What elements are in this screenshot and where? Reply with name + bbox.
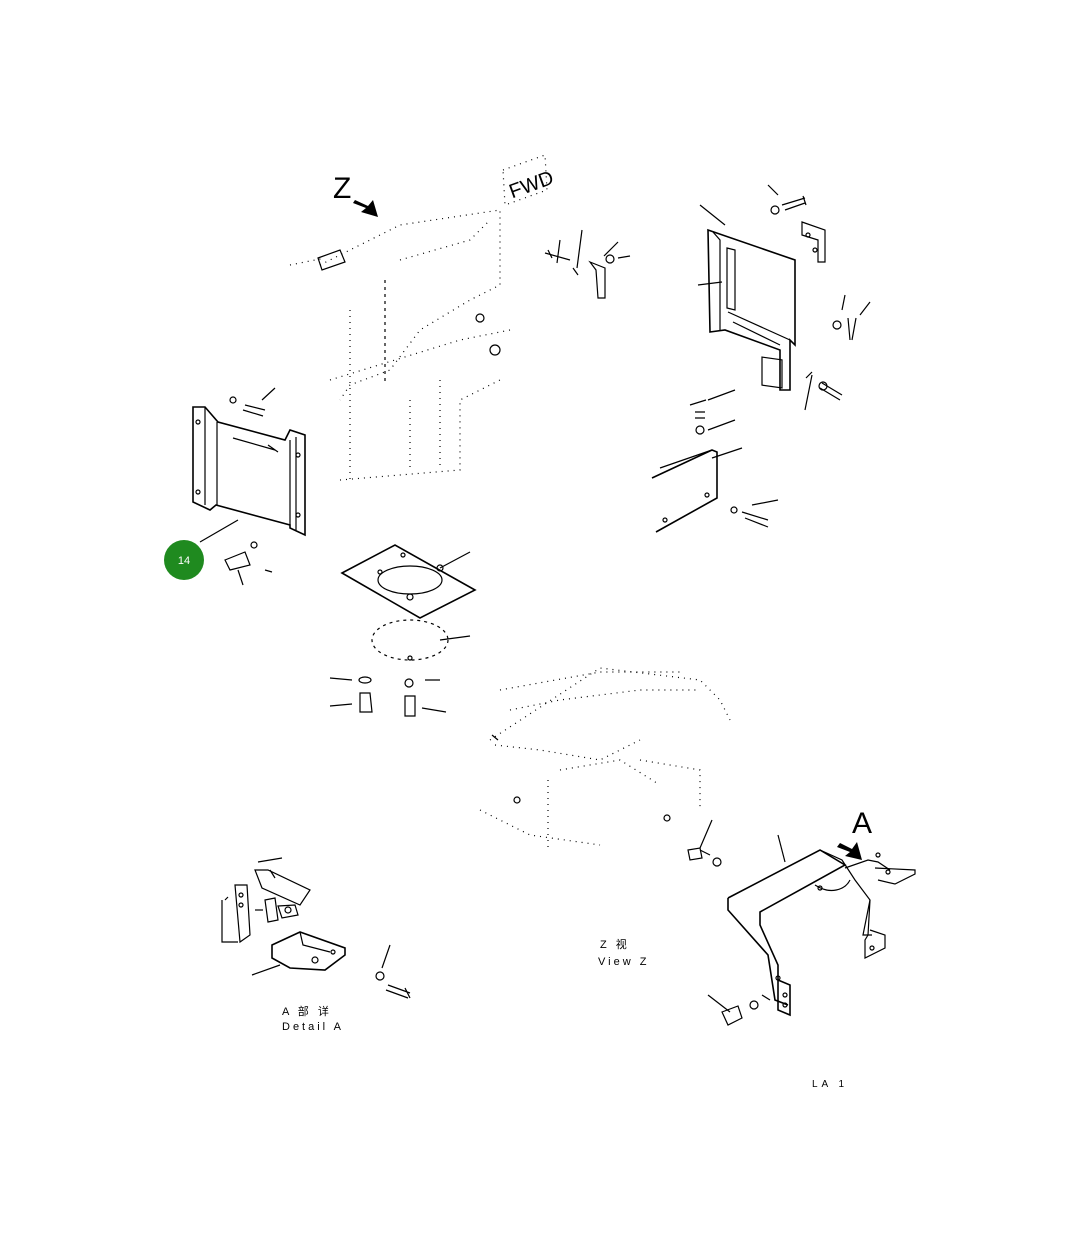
view-z-caption-en: View Z (598, 956, 649, 968)
engine-block-upper (289, 209, 511, 481)
side-bracket-left (192, 387, 306, 586)
view-marker-a: A (852, 807, 872, 840)
drawing-number: LA 1 (812, 1079, 848, 1090)
detail-a-caption-cn: A 部 详 (282, 1004, 332, 1018)
detail-a-caption-en: Detail A (282, 1021, 344, 1033)
bracket-assembly-lower-right (687, 819, 916, 1026)
bolt-set-upper-mid (544, 229, 631, 299)
view-arrow-z-icon (353, 200, 378, 217)
engine-block-lower (479, 667, 731, 850)
view-marker-z: Z (333, 172, 351, 205)
fwd-tag: FWD (502, 154, 557, 206)
callout-14-badge[interactable] (164, 540, 204, 580)
callout-14-number[interactable]: 14 (178, 555, 190, 567)
seal-disc (371, 619, 449, 661)
detail-a-assembly (221, 857, 411, 999)
plate-right-mid (651, 389, 779, 533)
view-arrow-a-icon (837, 842, 862, 860)
callout-14[interactable]: 14 (164, 540, 204, 580)
fwd-label: FWD (506, 167, 556, 203)
view-z-caption-cn: Z 视 (600, 937, 630, 951)
mounting-plate-center (329, 544, 477, 717)
panel-assembly-upper-right (697, 184, 871, 411)
